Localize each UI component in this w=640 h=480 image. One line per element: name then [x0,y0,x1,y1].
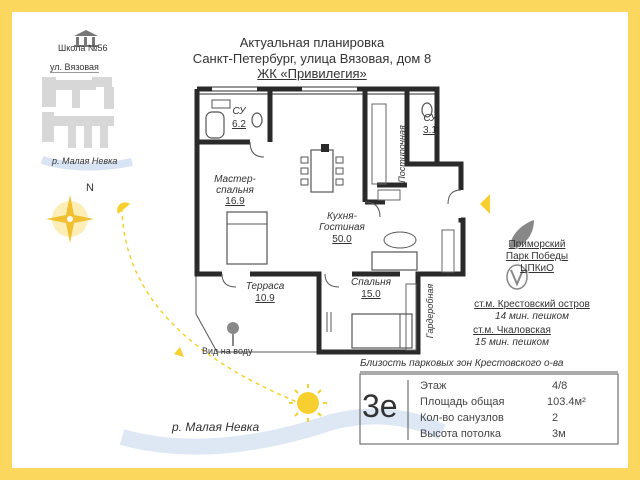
metro-icon [506,264,528,290]
leaf-icon [510,220,534,248]
room-kitchen-area: 50.0 [332,234,352,245]
info-label-bathrooms: Кол-во санузлов [420,412,504,424]
info-label-floor: Этаж [420,380,447,392]
room-wc-area: 3.1 [423,125,437,136]
room-master-name: Мастер- спальня [214,174,256,196]
metro1-time: 14 мин. пешком [495,311,569,322]
metro2-station: ст.м. Чкаловская [473,325,551,336]
parks-note: Близость парковых зон Крестовского о-ва [360,358,564,369]
room-master-area: 16.9 [225,196,245,207]
park-1: Приморский [508,239,566,250]
info-value-floor: 4/8 [552,380,568,392]
north-label: N [86,182,94,194]
info-box-frame [359,373,619,445]
view-pin-icon [227,322,239,346]
park-3: ЦПКиО [520,263,554,274]
river-small [40,156,133,171]
room-terrace-area: 10.9 [255,293,275,304]
info-label-ceiling: Высота потолка [420,428,502,440]
park-2: Парк Победы [505,251,569,262]
room-kitchen-name: Кухня- Гостиная [319,211,365,233]
flat-type: 3е [362,388,398,424]
room-bedroom-area: 15.0 [361,289,381,300]
info-label-area: Площадь общая [420,396,505,408]
room-bath-name: СУ [232,106,246,117]
metro1-station: ст.м. Крестовский остров [474,299,590,310]
room-wardrobe-name: Гардеробная [425,283,435,339]
room-bedroom-name: Спальня [351,277,391,288]
header-line1: Актуальная планировка [239,35,385,50]
info-value-ceiling: 3м [552,428,566,440]
info-value-bathrooms: 2 [552,412,559,424]
room-laundry-name: Постирочная [397,125,407,183]
half-sun-icon [117,202,130,214]
school-icon [74,30,98,47]
room-terrace-name: Терраса [245,281,285,292]
river-small-label: р. Малая Невка [52,156,118,166]
view-label: Вид на воду [202,346,253,356]
floor-plan [194,86,466,355]
sun-icon [289,384,327,422]
street-label: ул. Вязовая [50,62,99,73]
header-line2: Санкт-Петербург, улица Вязовая, дом 8 [192,51,432,66]
room-bath-area: 6.2 [232,119,246,130]
info-value-area: 103.4м² [547,396,586,408]
header-line3: ЖК «Привилегия» [257,66,367,81]
plan-graphics [40,30,619,455]
room-wc-name: СУ [423,113,437,124]
school-label: Школа №56 [58,43,108,53]
river-big-label: р. Малая Невка [172,420,260,434]
sun-path [121,207,303,405]
compass-icon [46,195,94,243]
entrance-arrow-icon [480,194,490,214]
building-blocks [42,77,114,148]
sun-path-arrow-icon [174,347,184,357]
river-big [119,408,446,455]
metro2-time: 15 мин. пешком [475,337,549,348]
